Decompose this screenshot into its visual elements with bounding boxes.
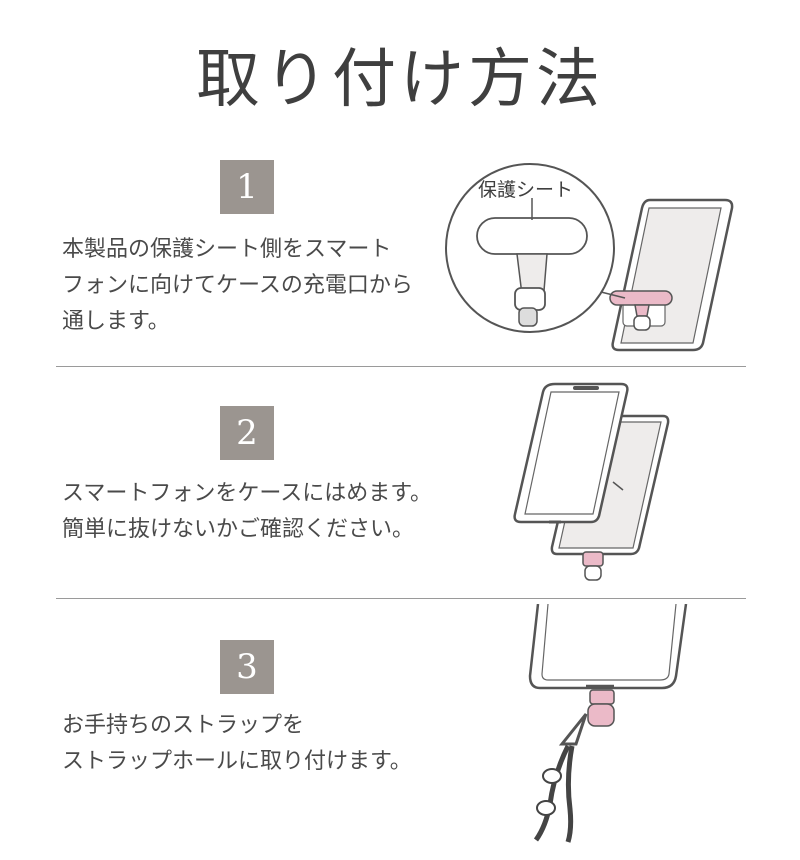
step-number-badge: 2 [220,406,274,460]
step-line: 簡単に抜けないかご確認ください。 [62,517,415,542]
phone-case-illustration [611,198,734,352]
phone-illustration [513,382,629,524]
step-1-illustration [445,163,734,352]
step-line: 通します。 [62,309,170,334]
step-line: ストラップホールに取り付けます。 [62,749,412,774]
step-line: 本製品の保護シート側をスマート [62,237,392,262]
step-2: 2 スマートフォンをケースにはめます。 簡単に抜けないかご確認ください。 [0,366,800,598]
step-line: フォンに向けてケースの充電口から [62,273,413,298]
step-line: お手持ちのストラップを [62,713,305,738]
step-description: お手持ちのストラップを ストラップホールに取り付けます。 [62,708,412,780]
strap-tab-icon [582,551,604,581]
protective-sheet-label: 保護シート [478,179,574,201]
step-3: 3 お手持ちのストラップを ストラップホールに取り付けます。 [0,598,800,860]
step-number-badge: 3 [220,640,274,694]
strap-tab-icon [587,689,615,727]
step-3-illustration [528,604,688,843]
phone-case-illustration [528,604,688,690]
page-title: 取り付け方法 [196,43,604,117]
strap-tab-icon [609,290,673,331]
step-description: 本製品の保護シート側をスマート フォンに向けてケースの充電口から 通します。 [62,232,413,340]
step-1: 1 本製品の保護シート側をスマート フォンに向けてケースの充電口から 通します。… [0,0,800,365]
step-divider [56,366,746,367]
step-number-badge: 1 [220,160,274,214]
step-line: スマートフォンをケースにはめます。 [62,481,433,506]
step-2-illustration [513,382,670,581]
step-divider [56,598,746,599]
step-description: スマートフォンをケースにはめます。 簡単に抜けないかご確認ください。 [62,476,432,548]
lanyard-illustration [533,713,588,843]
